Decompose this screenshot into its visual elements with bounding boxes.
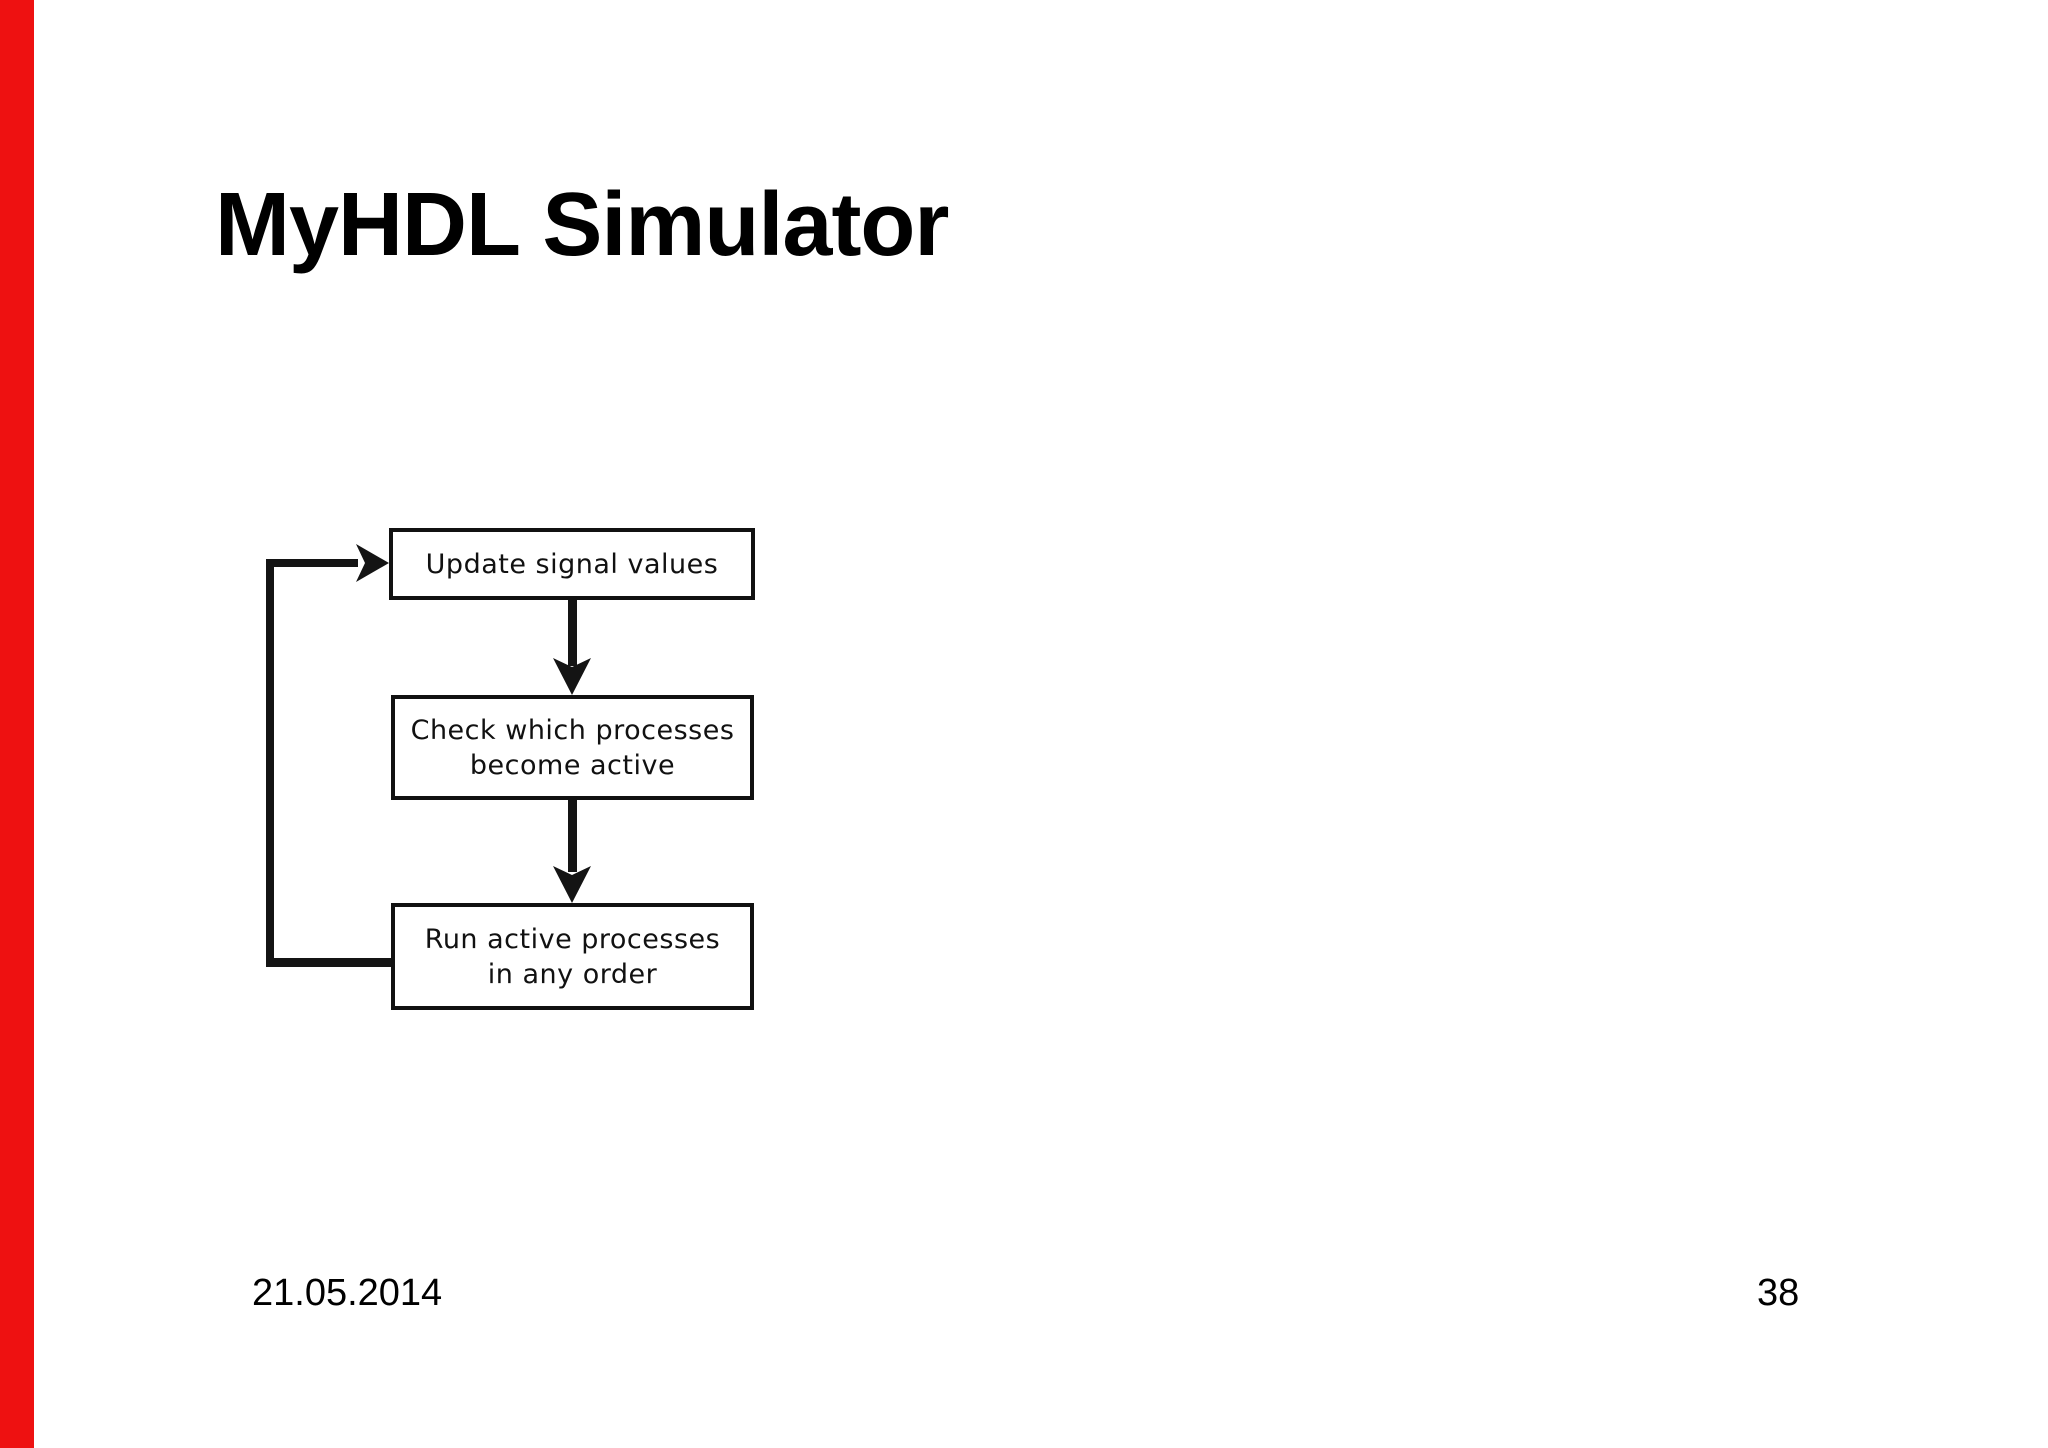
arrow-1-head-down <box>553 658 591 695</box>
arrow-2-head-down <box>553 866 591 903</box>
flowchart-node-update-signal-values: Update signal values <box>389 528 755 600</box>
flowchart-node-check-which-processes: Check which processes become active <box>391 695 754 800</box>
footer-date: 21.05.2014 <box>252 1272 443 1314</box>
arrow-2-shaft <box>568 798 577 872</box>
loop-vertical-line <box>266 559 274 967</box>
slide-title: MyHDL Simulator <box>215 175 949 275</box>
loop-arrowhead-right <box>356 544 389 582</box>
page-number: 38 <box>1757 1272 1800 1314</box>
node-label-line: in any order <box>487 958 658 990</box>
node-label-line: Check which processes <box>410 714 735 746</box>
left-accent-bar <box>0 0 34 1448</box>
loop-bottom-line <box>266 958 391 967</box>
node-label-line: Update signal values <box>425 548 719 580</box>
loop-top-line <box>266 559 358 567</box>
arrow-1-shaft <box>568 596 577 666</box>
flowchart-node-run-active-processes: Run active processes in any order <box>391 903 754 1010</box>
node-label-line: Run active processes <box>424 923 721 955</box>
node-label-line: become active <box>469 749 676 781</box>
